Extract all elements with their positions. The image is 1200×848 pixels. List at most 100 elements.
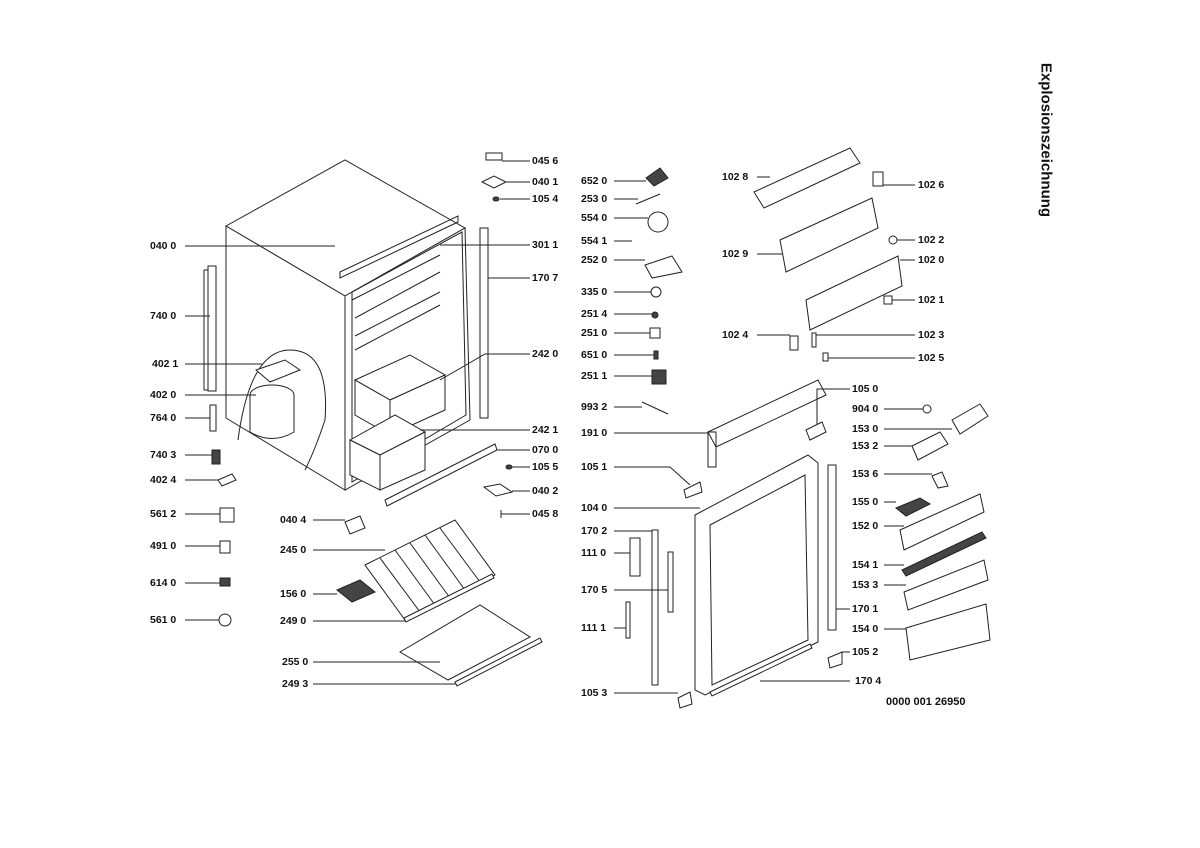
part-label-614-0[interactable]: 614 0 [150, 577, 177, 589]
part-label-105-3[interactable]: 105 3 [581, 687, 608, 699]
part-label-554-1[interactable]: 554 1 [581, 235, 608, 247]
part-105-2-shape [827, 651, 843, 669]
part-label-170-4[interactable]: 170 4 [855, 675, 882, 687]
part-253-0-shape [635, 193, 661, 205]
part-label-191-0[interactable]: 191 0 [581, 427, 608, 439]
part-155-0-shape [895, 497, 932, 517]
part-label-102-9[interactable]: 102 9 [722, 248, 749, 260]
part-label-102-3[interactable]: 102 3 [918, 329, 945, 341]
part-label-993-2[interactable]: 993 2 [581, 401, 608, 413]
part-label-156-0[interactable]: 156 0 [280, 588, 307, 600]
part-614-0-shape [219, 577, 231, 587]
part-251-4-shape [651, 311, 659, 319]
part-label-040-4[interactable]: 040 4 [280, 514, 307, 526]
crisper-drawers [348, 354, 447, 491]
part-label-155-0[interactable]: 155 0 [852, 496, 879, 508]
part-label-561-2[interactable]: 561 2 [150, 508, 177, 520]
part-label-040-1[interactable]: 040 1 [532, 176, 559, 188]
part-label-491-0[interactable]: 491 0 [150, 540, 177, 552]
part-label-554-0[interactable]: 554 0 [581, 212, 608, 224]
part-label-255-0[interactable]: 255 0 [282, 656, 309, 668]
wire-shelf [364, 519, 496, 621]
part-102-2-shape [888, 235, 898, 245]
part-label-335-0[interactable]: 335 0 [581, 286, 608, 298]
part-label-153-3[interactable]: 153 3 [852, 579, 879, 591]
part-label-154-0[interactable]: 154 0 [852, 623, 879, 635]
part-label-105-0[interactable]: 105 0 [852, 383, 879, 395]
part-label-764-0[interactable]: 764 0 [150, 412, 177, 424]
part-label-245-0[interactable]: 245 0 [280, 544, 307, 556]
part-label-252-0[interactable]: 252 0 [581, 254, 608, 266]
part-label-253-0[interactable]: 253 0 [581, 193, 608, 205]
part-label-105-5[interactable]: 105 5 [532, 461, 559, 473]
part-105-5-shape [505, 464, 513, 470]
part-label-105-4[interactable]: 105 4 [532, 193, 559, 205]
part-label-111-0[interactable]: 111 0 [581, 547, 607, 559]
part-label-249-3[interactable]: 249 3 [282, 678, 309, 690]
part-label-105-1[interactable]: 105 1 [581, 461, 608, 473]
part-label-251-4[interactable]: 251 4 [581, 308, 608, 320]
cabinet-body [224, 159, 471, 491]
freezer-door [805, 255, 903, 331]
part-label-111-1[interactable]: 111 1 [581, 622, 607, 634]
part-251-1-shape [651, 369, 667, 385]
part-label-402-1[interactable]: 402 1 [152, 358, 179, 370]
part-label-170-7[interactable]: 170 7 [532, 272, 559, 284]
part-label-740-3[interactable]: 740 3 [150, 449, 177, 461]
part-170-7-shape [479, 227, 489, 419]
part-label-652-0[interactable]: 652 0 [581, 175, 608, 187]
part-102-4-shape [789, 335, 799, 351]
part-label-104-0[interactable]: 104 0 [581, 502, 608, 514]
part-label-170-5[interactable]: 170 5 [581, 584, 608, 596]
part-label-045-8[interactable]: 045 8 [532, 508, 559, 520]
leader-lines [185, 160, 952, 694]
part-label-105-2[interactable]: 105 2 [852, 646, 879, 658]
part-label-170-1[interactable]: 170 1 [852, 603, 879, 615]
part-label-152-0[interactable]: 152 0 [852, 520, 879, 532]
part-170-5-shape [667, 551, 674, 613]
part-153-6-shape [931, 471, 949, 489]
part-561-0-shape [218, 613, 232, 627]
part-label-251-1[interactable]: 251 1 [581, 370, 608, 382]
part-label-102-8[interactable]: 102 8 [722, 171, 749, 183]
part-label-102-2[interactable]: 102 2 [918, 234, 945, 246]
part-label-102-6[interactable]: 102 6 [918, 179, 945, 191]
part-label-153-0[interactable]: 153 0 [852, 423, 879, 435]
part-652-0-shape [645, 167, 669, 187]
part-label-561-0[interactable]: 561 0 [150, 614, 177, 626]
part-label-242-0[interactable]: 242 0 [532, 348, 559, 360]
part-label-102-1[interactable]: 102 1 [918, 294, 945, 306]
part-561-2-shape [219, 507, 235, 523]
part-label-251-0[interactable]: 251 0 [581, 327, 608, 339]
part-label-045-6[interactable]: 045 6 [532, 155, 559, 167]
part-label-070-0[interactable]: 070 0 [532, 444, 559, 456]
part-170-4-shape [709, 643, 813, 697]
part-label-153-2[interactable]: 153 2 [852, 440, 879, 452]
part-label-170-2[interactable]: 170 2 [581, 525, 608, 537]
part-402-4-shape [217, 473, 237, 487]
part-label-651-0[interactable]: 651 0 [581, 349, 608, 361]
part-label-301-1[interactable]: 301 1 [532, 239, 559, 251]
part-154-1-shape [901, 531, 987, 577]
part-label-242-1[interactable]: 242 1 [532, 424, 559, 436]
part-label-904-0[interactable]: 904 0 [852, 403, 879, 415]
part-label-040-0[interactable]: 040 0 [150, 240, 177, 252]
part-label-102-4[interactable]: 102 4 [722, 329, 749, 341]
part-label-740-0[interactable]: 740 0 [150, 310, 177, 322]
part-label-153-6[interactable]: 153 6 [852, 468, 879, 480]
part-label-402-4[interactable]: 402 4 [150, 474, 177, 486]
part-105-1-shape [683, 481, 703, 499]
part-105-0-shape [805, 421, 827, 441]
part-152-0-shape [899, 493, 985, 551]
part-label-249-0[interactable]: 249 0 [280, 615, 307, 627]
part-label-154-1[interactable]: 154 1 [852, 559, 879, 571]
part-label-402-0[interactable]: 402 0 [150, 389, 177, 401]
part-label-102-5[interactable]: 102 5 [918, 352, 945, 364]
part-170-2-shape [651, 529, 659, 686]
part-249-3-shape [454, 637, 543, 687]
part-label-102-0[interactable]: 102 0 [918, 254, 945, 266]
part-label-040-2[interactable]: 040 2 [532, 485, 559, 497]
part-111-0-shape [629, 537, 641, 577]
glass-shelf [399, 604, 531, 681]
